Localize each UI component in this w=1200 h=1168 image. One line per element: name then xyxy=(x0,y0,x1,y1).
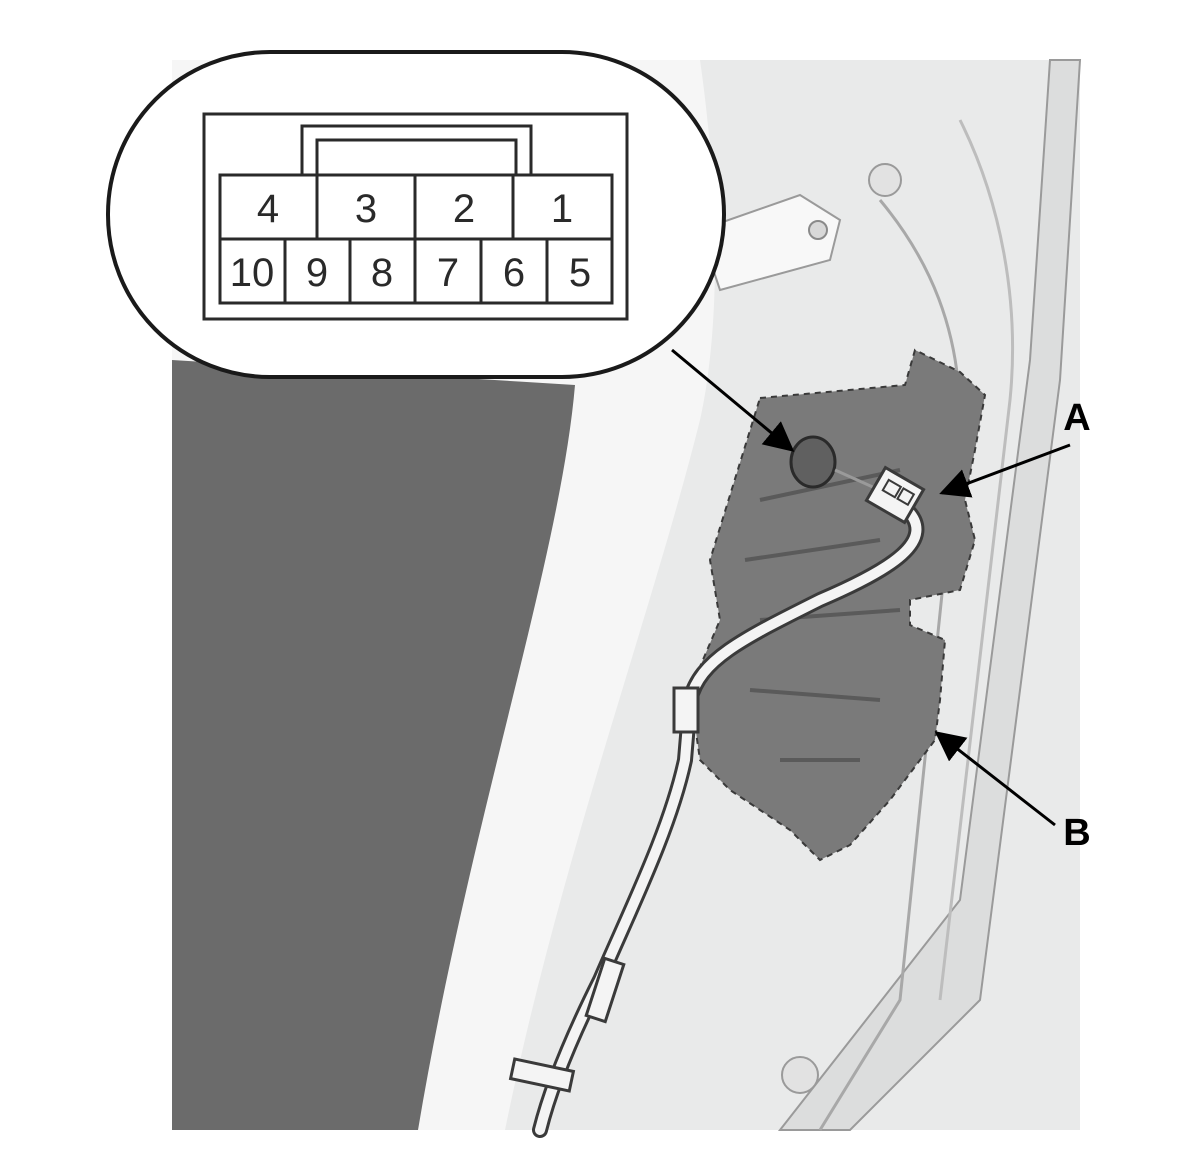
harness-clip xyxy=(672,686,700,734)
socket-guide xyxy=(834,468,876,490)
pin-label-7: 7 xyxy=(437,251,459,295)
component-b-panel xyxy=(688,348,987,862)
bolt-icon xyxy=(781,1056,819,1094)
callout-a-leader xyxy=(939,443,1071,498)
connector-socket xyxy=(789,435,837,489)
harness-clip xyxy=(584,956,626,1024)
upper-bracket xyxy=(698,193,842,292)
connector-face xyxy=(202,112,629,321)
socket-leader-arrow xyxy=(671,348,795,452)
pin-label-9: 9 xyxy=(306,251,328,295)
pin-label-6: 6 xyxy=(503,251,525,295)
pillar-channel-2 xyxy=(938,119,1015,1001)
pin-label-8: 8 xyxy=(371,251,393,295)
pin-label-10: 10 xyxy=(230,251,275,295)
pin-label-2: 2 xyxy=(453,187,475,231)
connector-a-plug xyxy=(864,465,926,525)
pillar-trim xyxy=(777,59,1082,1131)
pin-label-3: 3 xyxy=(355,187,377,231)
pin-label-4: 4 xyxy=(257,187,279,231)
callout-b-leader xyxy=(934,731,1056,827)
callout-b-label: B xyxy=(1063,812,1090,854)
pin-label-1: 1 xyxy=(551,187,573,231)
bolt-icon xyxy=(808,220,828,240)
door-opening-dark xyxy=(172,360,575,1130)
wire-harness-highlight xyxy=(535,503,922,1135)
component-b-detail xyxy=(744,468,901,762)
harness-clip xyxy=(508,1057,576,1093)
pin-label-5: 5 xyxy=(569,251,591,295)
bolt-icon xyxy=(868,163,902,197)
callout-a-label: A xyxy=(1063,397,1090,439)
